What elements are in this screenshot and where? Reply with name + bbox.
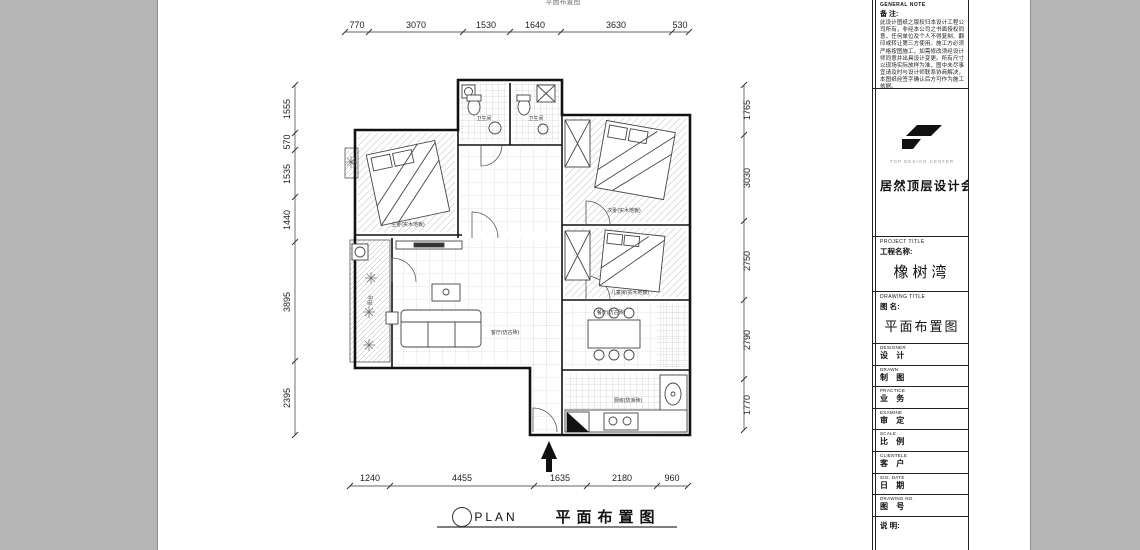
dim-right: 3030: [742, 168, 752, 188]
dim-left: 3895: [282, 292, 292, 312]
titleblock-row-scale: SCALE 比 例: [873, 430, 968, 452]
row-en: DRAWING NO.: [880, 496, 915, 502]
project-name: 橡树湾: [893, 264, 951, 281]
plan-footer: PLAN 平面布置图: [437, 507, 677, 528]
room-label: 阳台: [367, 295, 374, 305]
dim-top: 770: [349, 20, 364, 30]
general-note-heading: GENERAL NOTE: [880, 2, 926, 8]
note-bottom-label: 说 明:: [880, 520, 900, 530]
row-en: CLIENTELE: [880, 452, 908, 458]
titleblock-row-drawn: DRAWN 制 图: [873, 366, 968, 388]
room-label: 餐厅(仿古砖): [597, 309, 626, 316]
room-label: 卫生间: [476, 115, 491, 122]
row-en: DRAWN: [880, 366, 899, 372]
dining-table: [587, 307, 641, 361]
dim-bottom: 960: [664, 473, 679, 483]
project-title-section: PROJECT TITLE 工程名称: 橡树湾: [873, 237, 968, 292]
row-cn: 业 务: [880, 394, 908, 404]
room-label: 卫生间: [528, 115, 543, 122]
furniture: [351, 84, 688, 433]
dim-bottom: 2180: [612, 473, 632, 483]
row-en: DESIGNER: [880, 345, 906, 350]
balcony-items: [351, 243, 369, 261]
row-cn: 设 计: [880, 351, 908, 360]
brand-section: TOP DESIGN CENTER 居然顶层设计会所: [873, 89, 968, 237]
entrance-arrow: [541, 441, 557, 472]
row-cn: 比 例: [880, 437, 908, 447]
dim-left: 1555: [282, 99, 292, 119]
dim-right: 1770: [742, 395, 752, 415]
walls: [353, 78, 692, 437]
dim-bottom: 4455: [452, 473, 472, 483]
dim-left: 1535: [282, 164, 292, 184]
room-label: 客厅(仿古砖): [491, 329, 520, 336]
drawing-name: 平面布置图: [884, 319, 960, 334]
drawing-title-section: DRAWING TITLE 图 名: 平面布置图: [873, 292, 968, 344]
dim-right: 2790: [742, 330, 752, 350]
row-en: EXAMINE: [880, 409, 903, 415]
room-label: 儿童房(实木地板): [611, 289, 650, 296]
dim-bottom: 1240: [360, 473, 380, 483]
dim-top: 3070: [406, 20, 426, 30]
row-en: PRACTICE: [880, 388, 906, 394]
kitchen-counter: [564, 374, 688, 433]
dim-bottom: 1635: [550, 473, 570, 483]
room-label: 次卧(实木地板): [607, 207, 641, 214]
drawing-label: 图 名:: [880, 302, 900, 311]
row-cn: 日 期: [880, 480, 908, 490]
bathroom-fixtures: [461, 84, 556, 135]
titleblock-row-practice: PRACTICE 业 务: [873, 387, 968, 409]
drawing-title-en: DRAWING TITLE: [880, 294, 926, 300]
company-name-cn: 居然顶层设计会所: [880, 179, 968, 193]
dim-top: 1530: [476, 20, 496, 30]
cropped-top-text: 平面布置图: [546, 0, 581, 6]
dim-top: 530: [672, 20, 687, 30]
dim-right: 2750: [742, 251, 752, 271]
plan-label: PLAN: [474, 510, 517, 524]
row-en: SCALE: [880, 431, 897, 437]
plan-symbol-circle: [452, 507, 472, 527]
company-name-en: TOP DESIGN CENTER: [889, 159, 955, 164]
room-label: 厨房(防滑砖): [614, 397, 643, 404]
company-logo-icon: [902, 125, 942, 149]
titleblock-double-line: [875, 0, 876, 550]
dim-left: 2395: [282, 388, 292, 408]
note-label: 备 注:: [880, 11, 899, 18]
dim-left: 570: [282, 134, 292, 149]
note-body: 此设计图纸之版权归本设计工程公司所有，非经本公司之书面授权同意，任何单位及个人不…: [880, 20, 964, 89]
title-block: GENERAL NOTE 备 注: 此设计图纸之版权归本设计工程公司所有，非经本…: [872, 0, 969, 550]
titleblock-row-designer: DESIGNER 设 计: [873, 344, 968, 366]
bed-master: [365, 139, 451, 227]
dim-top: 3630: [606, 20, 626, 30]
row-cn: 客 户: [880, 458, 908, 468]
plan-title: 平面布置图: [555, 508, 660, 526]
titleblock-row-drawing-no: DRAWING NO. 图 号: [873, 495, 968, 517]
dimension-texts: 770 3070 1530 1640 3630 530 1555 570 153…: [282, 20, 752, 483]
titleblock-row-examine: EXAMINE 审 定: [873, 409, 968, 431]
titleblock-row-date: SIG. DATE 日 期: [873, 474, 968, 496]
dim-right: 1765: [742, 100, 752, 120]
wardrobe: [564, 119, 591, 281]
dimensions: [291, 28, 748, 490]
room-label: 主卧(实木地板): [391, 221, 425, 228]
titleblock-row-clientele: CLIENTELE 客 户: [873, 452, 968, 474]
project-label: 工程名称:: [880, 247, 913, 256]
plants: [345, 156, 377, 351]
bed-kids: [598, 229, 666, 293]
bed-second: [594, 119, 676, 201]
tv-cabinet: [395, 240, 463, 250]
row-en: SIG. DATE: [880, 474, 905, 480]
sofa: [385, 283, 482, 348]
row-cn: 制 图: [880, 372, 908, 382]
row-cn: 图 号: [880, 502, 908, 512]
general-note-section: GENERAL NOTE 备 注: 此设计图纸之版权归本设计工程公司所有，非经本…: [873, 0, 968, 89]
dim-top: 1640: [525, 20, 545, 30]
row-cn: 审 定: [880, 415, 908, 425]
project-title-en: PROJECT TITLE: [880, 239, 925, 245]
room-labels: 主卧(实木地板) 卫生间 卫生间 次卧(实木地板) 儿童房(实木地板) 客厅(仿…: [367, 115, 649, 404]
dim-left: 1440: [282, 210, 292, 230]
